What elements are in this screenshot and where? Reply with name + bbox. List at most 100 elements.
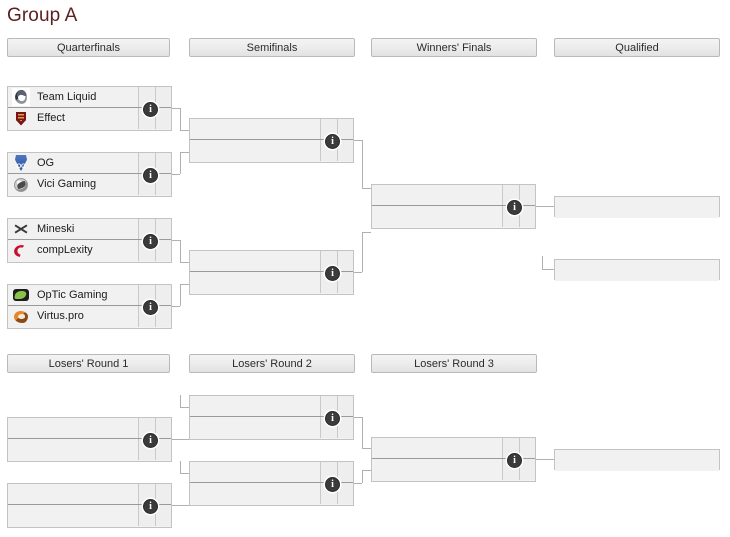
page-title: Group A [7, 5, 78, 26]
connector [180, 240, 181, 262]
score-cell-secondary [155, 87, 171, 107]
match-row[interactable] [372, 438, 535, 459]
score-cell-secondary [337, 417, 353, 438]
score-cell-secondary [519, 206, 535, 227]
match-row[interactable] [8, 484, 171, 505]
info-icon[interactable] [325, 477, 340, 492]
score-cell-secondary [155, 240, 171, 261]
connector [354, 272, 362, 273]
score-cell-secondary [519, 438, 535, 458]
match-row[interactable] [372, 459, 535, 480]
connector [180, 108, 181, 130]
match-row[interactable]: Team Liquid [8, 87, 171, 108]
match-row[interactable]: Mineski [8, 219, 171, 240]
connector [362, 417, 363, 448]
team-name: Mineski [37, 222, 75, 235]
opponent-entry: Mineski [8, 219, 138, 239]
team-name: Vici Gaming [37, 178, 97, 190]
score-cell-secondary [519, 185, 535, 205]
score-cell-secondary [155, 306, 171, 327]
connector [536, 206, 554, 207]
info-icon[interactable] [325, 411, 340, 426]
match-row[interactable]: OG [8, 153, 171, 174]
score-cell-secondary [155, 285, 171, 305]
vici-gaming-logo [12, 176, 30, 194]
score-cell-secondary [155, 439, 171, 460]
info-icon[interactable] [325, 266, 340, 281]
match-quarterfinal-1[interactable]: Team Liquid Effect [7, 86, 172, 131]
connector [172, 240, 180, 241]
connector [536, 459, 554, 460]
opponent-entry: Vici Gaming [8, 174, 138, 195]
round-header-semifinals: Semifinals [189, 38, 355, 57]
connector [362, 140, 363, 188]
score-cell-secondary [155, 418, 171, 438]
optic-gaming-logo [12, 286, 30, 304]
round-header-qualified: Qualified [554, 38, 720, 57]
match-losers-r1-match-2[interactable] [7, 483, 172, 528]
info-icon[interactable] [507, 453, 522, 468]
info-icon[interactable] [143, 234, 158, 249]
connector [362, 232, 371, 233]
score-cell-secondary [155, 219, 171, 239]
info-icon[interactable] [143, 499, 158, 514]
match-losers-r3-match-1[interactable] [371, 437, 536, 482]
opponent-entry: Effect [8, 108, 138, 129]
qualified-slot-2[interactable] [554, 259, 720, 281]
score-cell-secondary [155, 153, 171, 173]
match-row[interactable] [190, 119, 353, 140]
connector [362, 470, 363, 483]
score-cell-secondary [337, 483, 353, 504]
score-cell-secondary [155, 484, 171, 504]
info-icon[interactable] [143, 300, 158, 315]
connector [180, 284, 189, 285]
connector [172, 108, 180, 109]
match-losers-r1-match-1[interactable] [7, 417, 172, 462]
match-row[interactable] [190, 272, 353, 293]
connector [354, 483, 362, 484]
match-row[interactable]: Vici Gaming [8, 174, 171, 195]
opponent-entry: OpTic Gaming [8, 285, 138, 305]
connector [180, 407, 189, 408]
match-row[interactable]: Virtus.pro [8, 306, 171, 327]
team-name: compLexity [37, 244, 93, 256]
connector [354, 417, 362, 418]
score-cell-secondary [337, 396, 353, 416]
match-row[interactable] [190, 483, 353, 504]
match-semifinal-1[interactable] [189, 118, 354, 163]
connector [542, 269, 554, 270]
team-name: Virtus.pro [37, 310, 84, 322]
score-cell-secondary [337, 251, 353, 271]
connector [172, 306, 180, 307]
qualified-slot-1[interactable] [554, 196, 720, 218]
match-row[interactable]: OpTic Gaming [8, 285, 171, 306]
opponent-entry: Team Liquid [8, 87, 138, 107]
info-icon[interactable] [325, 134, 340, 149]
connector [180, 284, 181, 306]
info-icon[interactable] [507, 200, 522, 215]
losers-r3-winner-slot[interactable] [554, 449, 720, 471]
score-cell-secondary [337, 140, 353, 161]
team-name: Effect [37, 112, 65, 124]
connector [180, 395, 181, 407]
info-icon[interactable] [143, 433, 158, 448]
connector [172, 505, 189, 506]
info-icon[interactable] [143, 102, 158, 117]
match-row[interactable] [555, 450, 719, 471]
match-row[interactable]: Effect [8, 108, 171, 129]
connector [362, 448, 371, 449]
mineski-logo [12, 220, 30, 238]
info-icon[interactable] [143, 168, 158, 183]
match-row[interactable] [555, 260, 719, 281]
match-row[interactable]: compLexity [8, 240, 171, 261]
team-name: OG [37, 156, 55, 169]
connector [180, 473, 189, 474]
score-cell-secondary [337, 119, 353, 139]
connector [362, 188, 371, 189]
match-row[interactable] [555, 197, 719, 218]
team-name: OpTic Gaming [37, 288, 108, 301]
match-row[interactable] [190, 417, 353, 438]
round-header-losers-round-1: Losers' Round 1 [7, 354, 170, 373]
team-liquid-logo [12, 88, 30, 106]
round-header-quarterfinals: Quarterfinals [7, 38, 170, 57]
